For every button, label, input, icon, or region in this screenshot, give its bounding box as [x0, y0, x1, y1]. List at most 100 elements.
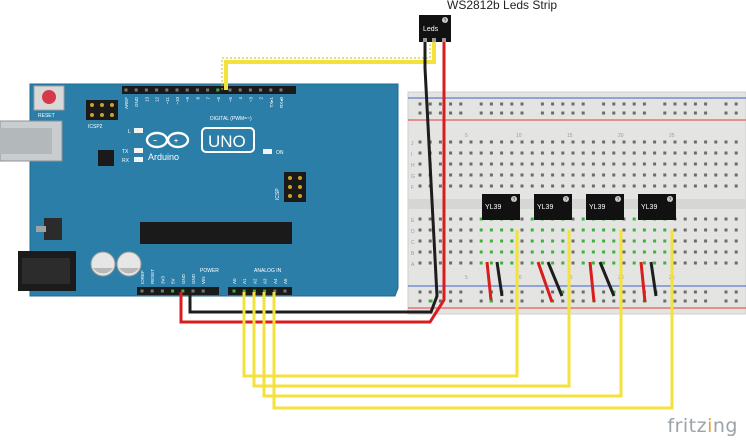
led-l-label: L [128, 129, 131, 135]
rail-hole [561, 102, 565, 106]
digital-pin-label: 12 [155, 97, 160, 103]
breadboard-hole [520, 250, 524, 254]
breadboard-hole [438, 228, 442, 232]
breadboard-hole-connected [561, 261, 565, 265]
breadboard-hole-connected [653, 239, 657, 243]
breadboard-hole [489, 162, 493, 166]
breadboard-hole [520, 151, 524, 155]
rail-hole [663, 102, 667, 106]
digital-pin-label: AREF [124, 97, 129, 109]
breadboard-hole [704, 228, 708, 232]
rail-hole [724, 111, 728, 115]
rail-hole [663, 111, 667, 115]
rail-hole [673, 102, 677, 106]
digital-pin [165, 88, 169, 92]
breadboard-hole [459, 228, 463, 232]
breadboard-hole [530, 140, 534, 144]
rail-hole [428, 102, 432, 106]
breadboard-hole [479, 140, 483, 144]
digital-pin [228, 88, 232, 92]
breadboard-hole [724, 250, 728, 254]
rail-hole [632, 290, 636, 294]
digital-pin-label: 7 [206, 97, 211, 100]
rail-hole [602, 111, 606, 115]
breadboard-hole [714, 140, 718, 144]
sensor-4-red-jumper [639, 261, 647, 303]
breadboard-hole [438, 173, 442, 177]
reset-button-cap[interactable] [42, 90, 56, 104]
breadboard-hole [704, 250, 708, 254]
fritzing-logo-dot: i [707, 415, 713, 437]
rail-hole [459, 102, 463, 106]
breadboard-hole [540, 184, 544, 188]
breadboard-hole-connected [561, 239, 565, 243]
breadboard-hole [571, 217, 575, 221]
power-pin-label: IOREF [140, 270, 145, 284]
breadboard-hole [540, 151, 544, 155]
breadboard-hole [438, 184, 442, 188]
col-number-15: 15 [567, 133, 573, 139]
rail-hole [500, 102, 504, 106]
breadboard-hole [449, 239, 453, 243]
breadboard-hole-connected [561, 228, 565, 232]
breadboard-hole [724, 261, 728, 265]
breadboard-hole [459, 173, 463, 177]
uno-badge [201, 127, 255, 153]
row-letter-b: B [411, 251, 415, 257]
rail-hole [612, 299, 616, 303]
breadboard-hole [663, 140, 667, 144]
sensor-modules: YL39 ? YL39 ? YL39 ? YL39 ? [482, 194, 676, 220]
breadboard-hole [683, 217, 687, 221]
rail-hole [734, 299, 738, 303]
breadboard-hole-connected [581, 261, 585, 265]
breadboard-hole [673, 173, 677, 177]
breadboard-hole [489, 140, 493, 144]
breadboard-hole [714, 228, 718, 232]
rail-hole [459, 299, 463, 303]
rail-hole [622, 102, 626, 106]
yl39-label: YL39 [537, 204, 553, 211]
breadboard-hole [418, 250, 422, 254]
breadboard-hole-connected [500, 228, 504, 232]
breadboard-hole [622, 228, 626, 232]
wire-a0-sensor-1 [242, 230, 519, 378]
breadboard-hole [591, 162, 595, 166]
breadboard-hole [653, 173, 657, 177]
breadboard-hole-connected [632, 217, 636, 221]
yl39-sensor-2: YL39 ? [534, 194, 572, 220]
breadboard-hole [653, 184, 657, 188]
reset-label: RESET [38, 113, 55, 119]
breadboard-hole [469, 250, 473, 254]
breadboard-hole [561, 173, 565, 177]
breadboard-hole [449, 140, 453, 144]
led-rx [134, 157, 143, 162]
rail-hole [428, 111, 432, 115]
breadboard-hole-connected [479, 228, 483, 232]
led-rx-label: RX [122, 158, 130, 164]
breadboard-hole [520, 261, 524, 265]
wire-data-yellow [224, 40, 436, 90]
breadboard-hole [734, 250, 738, 254]
breadboard-hole-connected [510, 261, 514, 265]
yl39-sensor-1: YL39 ? [482, 194, 520, 220]
power-pin [181, 289, 185, 293]
icsp-pin [288, 176, 292, 180]
rail-hole [428, 290, 432, 294]
breadboard-hole [612, 184, 616, 188]
breadboard-hole [734, 173, 738, 177]
breadboard-hole-connected [602, 239, 606, 243]
breadboard-hole-connected [540, 261, 544, 265]
breadboard-hole [428, 217, 432, 221]
analog-pin-label: A2 [252, 278, 257, 284]
icsp-block [284, 172, 306, 202]
breadboard-hole [704, 239, 708, 243]
breadboard-hole [704, 184, 708, 188]
sensor-1-black-jumper [495, 261, 504, 297]
led-on-label: ON [276, 150, 284, 156]
analog-header [228, 287, 292, 295]
breadboard-hole [449, 173, 453, 177]
analog-pin-label: A4 [273, 278, 278, 284]
breadboard-hole-connected [530, 261, 534, 265]
breadboard-hole [510, 151, 514, 155]
